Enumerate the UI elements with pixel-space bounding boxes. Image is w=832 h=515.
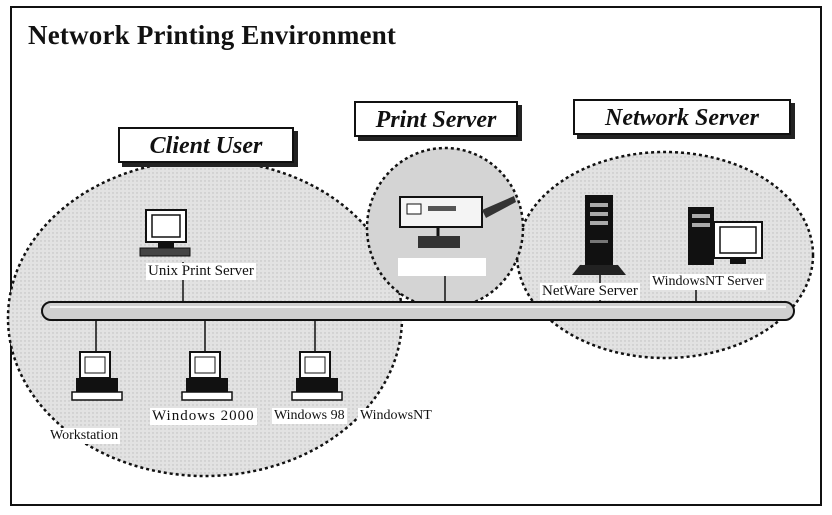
unix-print-server-label: Unix Print Server — [146, 263, 256, 280]
windows-nt-label: WindowsNT — [358, 408, 434, 424]
diagram-frame — [10, 6, 822, 506]
print-server-zone-label: Print Server — [354, 101, 518, 137]
netware-server-tower-icon — [572, 195, 626, 275]
windows-98-computer-icon — [291, 351, 343, 401]
windows-98-label: Windows 98 — [272, 408, 347, 424]
network-server-zone — [515, 150, 815, 360]
windows-nt-server-computer-icon — [688, 207, 763, 265]
windows-2000-computer-icon — [181, 351, 233, 401]
print-server-device-icon — [398, 196, 516, 276]
netware-server-label: NetWare Server — [540, 283, 640, 300]
workstation-computer-icon — [71, 351, 123, 401]
windows-2000-label: Windows 2000 — [150, 408, 257, 425]
workstation-label: Workstation — [48, 428, 121, 444]
client-user-zone-label: Client User — [118, 127, 294, 163]
network-server-zone-label: Network Server — [573, 99, 791, 135]
diagram-title: Network Printing Environment — [28, 20, 397, 50]
network-backbone — [41, 301, 795, 321]
unix-print-server-computer-icon — [139, 209, 191, 257]
windows-nt-server-label: WindowsNT Server — [650, 274, 766, 290]
